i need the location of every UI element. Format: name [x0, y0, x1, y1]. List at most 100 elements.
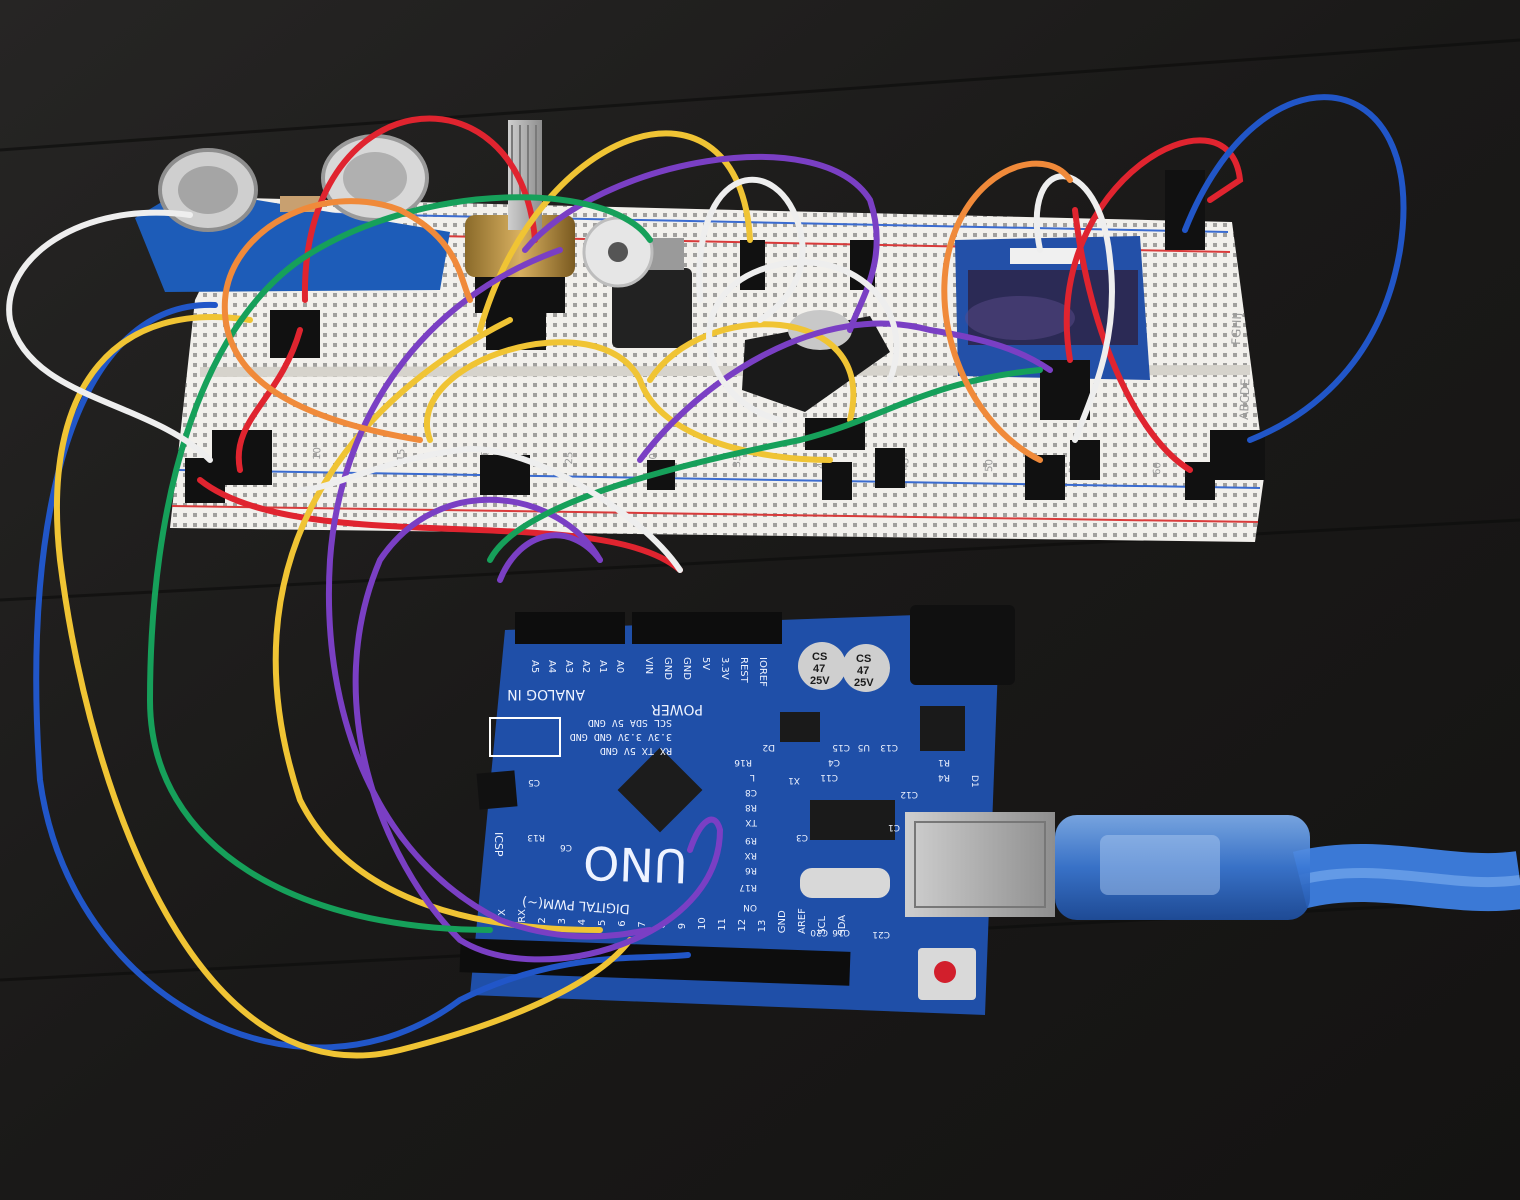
- wire-yellow-top: [477, 130, 753, 333]
- digital-pin-label: 4: [577, 919, 588, 925]
- component-label: R13: [527, 832, 545, 842]
- jumper-connectors: [185, 170, 1265, 503]
- power-pin-label: 5V: [700, 657, 711, 670]
- wire-purple-3: [326, 247, 653, 940]
- wire-green-1: [146, 194, 653, 933]
- wire-white-1: [6, 209, 213, 463]
- breadboard-column-number: 35: [732, 454, 743, 467]
- component-label: L: [750, 772, 755, 782]
- component-label: R6: [745, 865, 757, 875]
- buzzer: [582, 216, 654, 288]
- breadboard-column-number: 15: [396, 448, 407, 461]
- wire-yellow-long: [272, 317, 603, 933]
- digital-pin-label: 10: [697, 917, 708, 930]
- wire-yellow-left: [53, 314, 633, 1059]
- reset-button[interactable]: [934, 961, 956, 983]
- wire-red-top: [301, 115, 538, 303]
- component-label: C16: [832, 927, 850, 937]
- component-label: C20: [810, 927, 828, 937]
- wire-red-oled: [1063, 137, 1244, 363]
- digital-pin-label: 7: [637, 921, 648, 927]
- analog-pin-label: A5: [529, 660, 540, 673]
- breadboard-column-number: 60: [1152, 462, 1163, 475]
- component-label: C6: [560, 842, 572, 852]
- capacitor-1-label-c: 25V: [810, 675, 830, 687]
- digital-header: [459, 938, 851, 986]
- power-pin-label: REST: [738, 657, 749, 684]
- component-label: C3: [796, 832, 808, 842]
- digital-pin-label: 11: [717, 918, 728, 931]
- capacitor-2-label-a: CS: [856, 653, 871, 665]
- analog-pin-label: A3: [563, 660, 574, 673]
- i2c-row-label: SCL SDA 5V GND: [588, 717, 672, 728]
- breadboard-rows-top: FGHIJ: [1229, 312, 1244, 345]
- wire-white-4: [706, 259, 900, 423]
- i2c-row-label: RX TX 5V GND: [600, 745, 672, 756]
- i2c-pad-block: [489, 717, 561, 757]
- component-label: C4: [828, 757, 840, 767]
- component-label: C15: [832, 742, 850, 752]
- wire-yellow-sensor: [647, 321, 857, 423]
- component-label: R4: [938, 772, 950, 782]
- ultrasonic-sensor: [135, 134, 450, 292]
- analog-pin-label: A0: [614, 660, 625, 673]
- capacitor-2-label-b: 47: [857, 665, 869, 677]
- usb-b-port: [905, 812, 1055, 917]
- digital-pin-label: 12: [737, 919, 748, 932]
- digital-pin-label: GND: [777, 910, 788, 933]
- digital-pin-label: RX: [517, 909, 528, 923]
- component-label: C21: [872, 929, 890, 939]
- wire-white-2: [297, 446, 683, 573]
- component-label: D1: [969, 775, 979, 788]
- breadboard-column-number: 30: [648, 453, 659, 466]
- digital-pin-label: 3: [557, 918, 568, 924]
- component-label: D2: [762, 742, 775, 752]
- wire-white-oled: [1033, 173, 1115, 443]
- digital-pin-label: 2: [537, 917, 548, 923]
- breadboard-rows-bottom: ABCDE: [1237, 378, 1252, 420]
- wire-blue-right: [1182, 94, 1407, 443]
- component-label: R17: [739, 882, 757, 892]
- component-label: R9: [745, 835, 757, 845]
- component-label: R1: [938, 757, 950, 767]
- capacitor-1-label-b: 47: [813, 663, 825, 675]
- component-label: ON: [743, 902, 757, 912]
- component-label: TX: [745, 817, 758, 827]
- breadboard-column-number: 10: [312, 447, 323, 460]
- analog-header: [515, 612, 625, 644]
- wire-blue-left: [33, 301, 691, 1051]
- capacitor-2: [842, 644, 890, 692]
- digital-pin-label: 6: [617, 920, 628, 926]
- wire-purple-2: [637, 320, 1053, 463]
- breadboard-column-number: 25: [564, 451, 575, 464]
- digital-pin-label: SCL: [817, 915, 828, 934]
- wire-green-2: [487, 367, 1043, 563]
- icsp-header: [476, 770, 518, 810]
- power-pin-label: 3.3V: [719, 657, 730, 680]
- wire-purple-4: [352, 496, 724, 963]
- component-label: X1: [788, 775, 800, 785]
- power-pin-label: GND: [662, 657, 673, 680]
- analog-pin-label: A2: [580, 660, 591, 673]
- capacitor-1: [798, 642, 846, 690]
- component-label: C5: [528, 777, 540, 787]
- breadboard-column-number: 45: [900, 457, 911, 470]
- digital-pin-label: 13: [757, 920, 768, 933]
- component-label: C11: [820, 772, 838, 782]
- power-header: [632, 612, 782, 644]
- digital-pin-label: SDA: [837, 915, 848, 936]
- power-pin-label: IOREF: [757, 657, 768, 687]
- power-pin-label: VIN: [643, 657, 654, 674]
- component-label: C13: [880, 742, 898, 752]
- component-label: R8: [745, 802, 757, 812]
- analog-pin-label: A1: [597, 660, 608, 673]
- digital-pin-label: TX: [497, 909, 508, 923]
- i2c-row-label: 3.3V 3.3V GND GND: [570, 731, 672, 742]
- digital-pin-label: AREF: [797, 908, 808, 934]
- breadboard-column-number: 50: [984, 459, 995, 472]
